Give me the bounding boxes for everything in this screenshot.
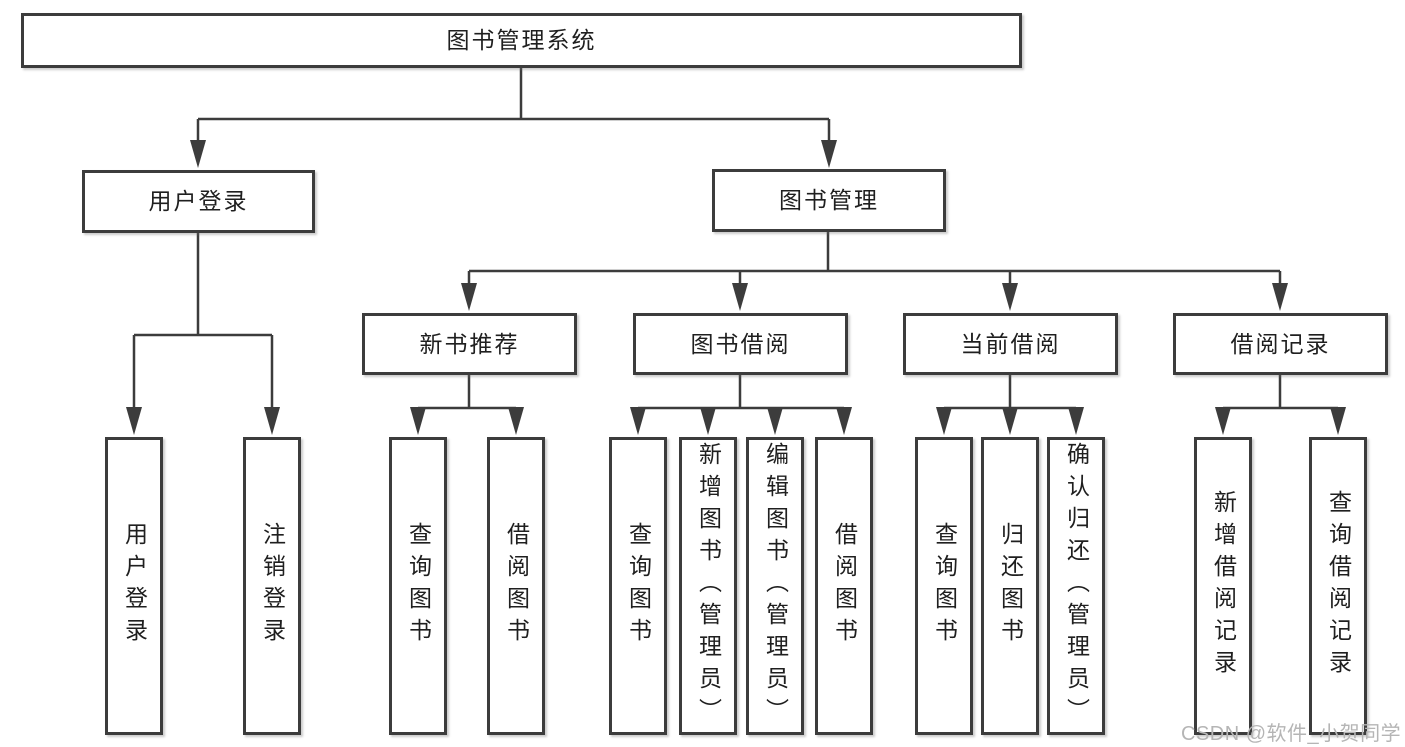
node-current-borrow: 当前借阅 — [903, 313, 1118, 375]
arrowhead — [936, 407, 952, 435]
edge-records-to-leaves — [1221, 375, 1340, 411]
leaf-query-books-current: 查询图书 — [915, 437, 973, 735]
arrowhead — [264, 407, 280, 435]
watermark: CSDN @软件_小贺同学 — [1181, 723, 1402, 745]
arrowhead — [508, 407, 524, 435]
leaf-edit-books-admin: 编辑图书（管理员） — [746, 437, 804, 735]
node-new-book-recommend: 新书推荐 — [362, 313, 577, 375]
node-user-login: 用户登录 — [82, 170, 315, 233]
node-borrow-records: 借阅记录 — [1173, 313, 1388, 375]
edge-root-to-level2 — [196, 68, 831, 144]
node-book-management: 图书管理 — [712, 169, 946, 232]
leaf-add-books-admin: 新增图书（管理员） — [679, 437, 737, 735]
leaf-user-login: 用户登录 — [105, 437, 163, 735]
leaf-logout: 注销登录 — [243, 437, 301, 735]
arrowhead — [836, 407, 852, 435]
edge-newbook-to-leaves — [416, 375, 518, 411]
leaf-borrow-books-recommend: 借阅图书 — [487, 437, 545, 735]
arrowhead — [630, 407, 646, 435]
leaf-query-books-borrow: 查询图书 — [609, 437, 667, 735]
edge-bookmgmt-to-level3 — [467, 232, 1282, 287]
arrowhead — [410, 407, 426, 435]
arrowhead — [1068, 407, 1084, 435]
edge-currentborrow-to-leaves — [942, 375, 1078, 411]
leaf-return-books: 归还图书 — [981, 437, 1039, 735]
leaf-borrow-books: 借阅图书 — [815, 437, 873, 735]
edge-userlogin-to-leaves — [132, 233, 274, 411]
arrowhead — [821, 140, 837, 168]
arrowhead — [1002, 407, 1018, 435]
arrowhead — [767, 407, 783, 435]
arrowhead — [190, 140, 206, 168]
arrowhead — [1272, 283, 1288, 311]
leaf-query-borrow-record: 查询借阅记录 — [1309, 437, 1367, 735]
arrowhead — [732, 283, 748, 311]
arrowhead — [126, 407, 142, 435]
connector-edges — [132, 68, 1340, 411]
connector-arrowheads — [126, 140, 1346, 435]
edge-bookborrow-to-leaves — [636, 375, 846, 411]
node-book-borrow: 图书借阅 — [633, 313, 848, 375]
arrowhead — [1330, 407, 1346, 435]
arrowhead — [1002, 283, 1018, 311]
node-library-management-system: 图书管理系统 — [21, 13, 1022, 68]
arrowhead — [461, 283, 477, 311]
leaf-confirm-return-admin: 确认归还（管理员） — [1047, 437, 1105, 735]
arrowhead — [700, 407, 716, 435]
leaf-query-books-recommend: 查询图书 — [389, 437, 447, 735]
leaf-add-borrow-record: 新增借阅记录 — [1194, 437, 1252, 735]
arrowhead — [1215, 407, 1231, 435]
